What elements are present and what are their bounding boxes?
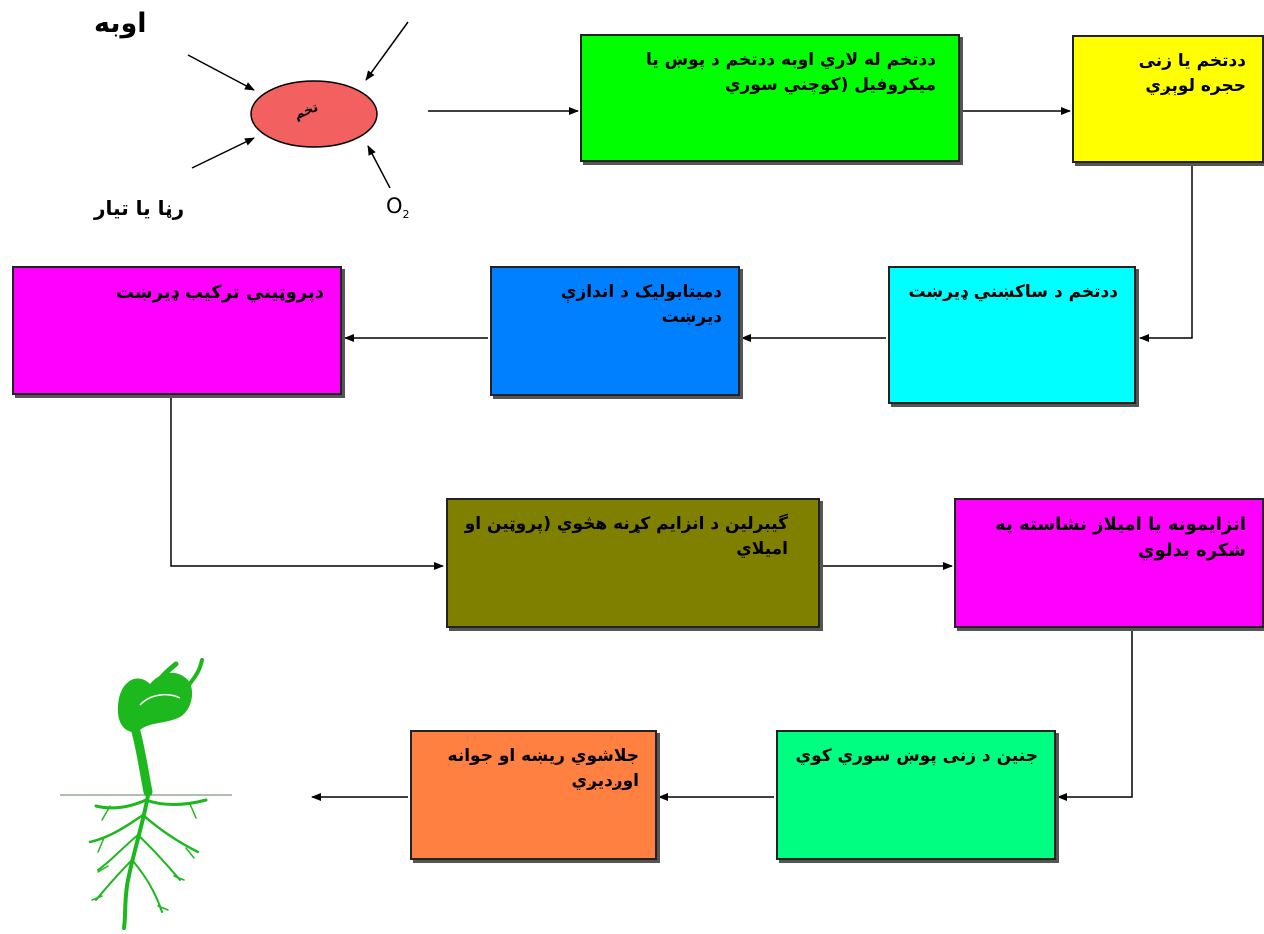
oxygen-arrow <box>367 145 391 189</box>
oxygen-label: O2 <box>386 194 410 221</box>
seed-shape <box>250 80 378 148</box>
box-respiration-increase: ددتخم د ساکښني ډيرښت <box>888 266 1136 404</box>
seedling-icon <box>60 658 232 930</box>
oxygen-symbol: O <box>386 194 403 218</box>
box-cell-swelling: ددتخم يا زنی حجره لوېږي <box>1072 35 1264 163</box>
top-right-arrow <box>365 21 409 81</box>
light-arrow <box>191 137 255 169</box>
water-label: اوبه <box>94 8 147 39</box>
box-embryo: جنين د زنی پوښ سوري کوي <box>776 730 1056 860</box>
arrow-b2-b3 <box>1139 163 1193 342</box>
light-label: رڼا يا تیار <box>94 196 185 220</box>
arrow-b7-b8 <box>1057 628 1133 801</box>
box-amylase: انزايمونه يا اميلاز نشاسته په شکره بدلوي <box>954 498 1264 628</box>
oxygen-subscript: 2 <box>402 208 410 222</box>
box-protein-synthesis: دپروټيني ترکيب ډيرښت <box>12 266 342 395</box>
box-metabolic-increase: دميتابوليک د اندازې ديرښت <box>490 266 740 396</box>
box-water-absorption: ددتخم له لاري اوبه ددتخم د پوښ يا ميکروف… <box>580 34 960 162</box>
box-gibberellin: گيبرلين د انزايم کړنه هڅوي (پروټين او ام… <box>446 498 820 628</box>
arrow-b5-b6 <box>170 395 444 570</box>
water-arrow <box>187 54 255 91</box>
box-root-shoot: جلاشوي ريښه او جوانه اوږديږي <box>410 730 657 860</box>
